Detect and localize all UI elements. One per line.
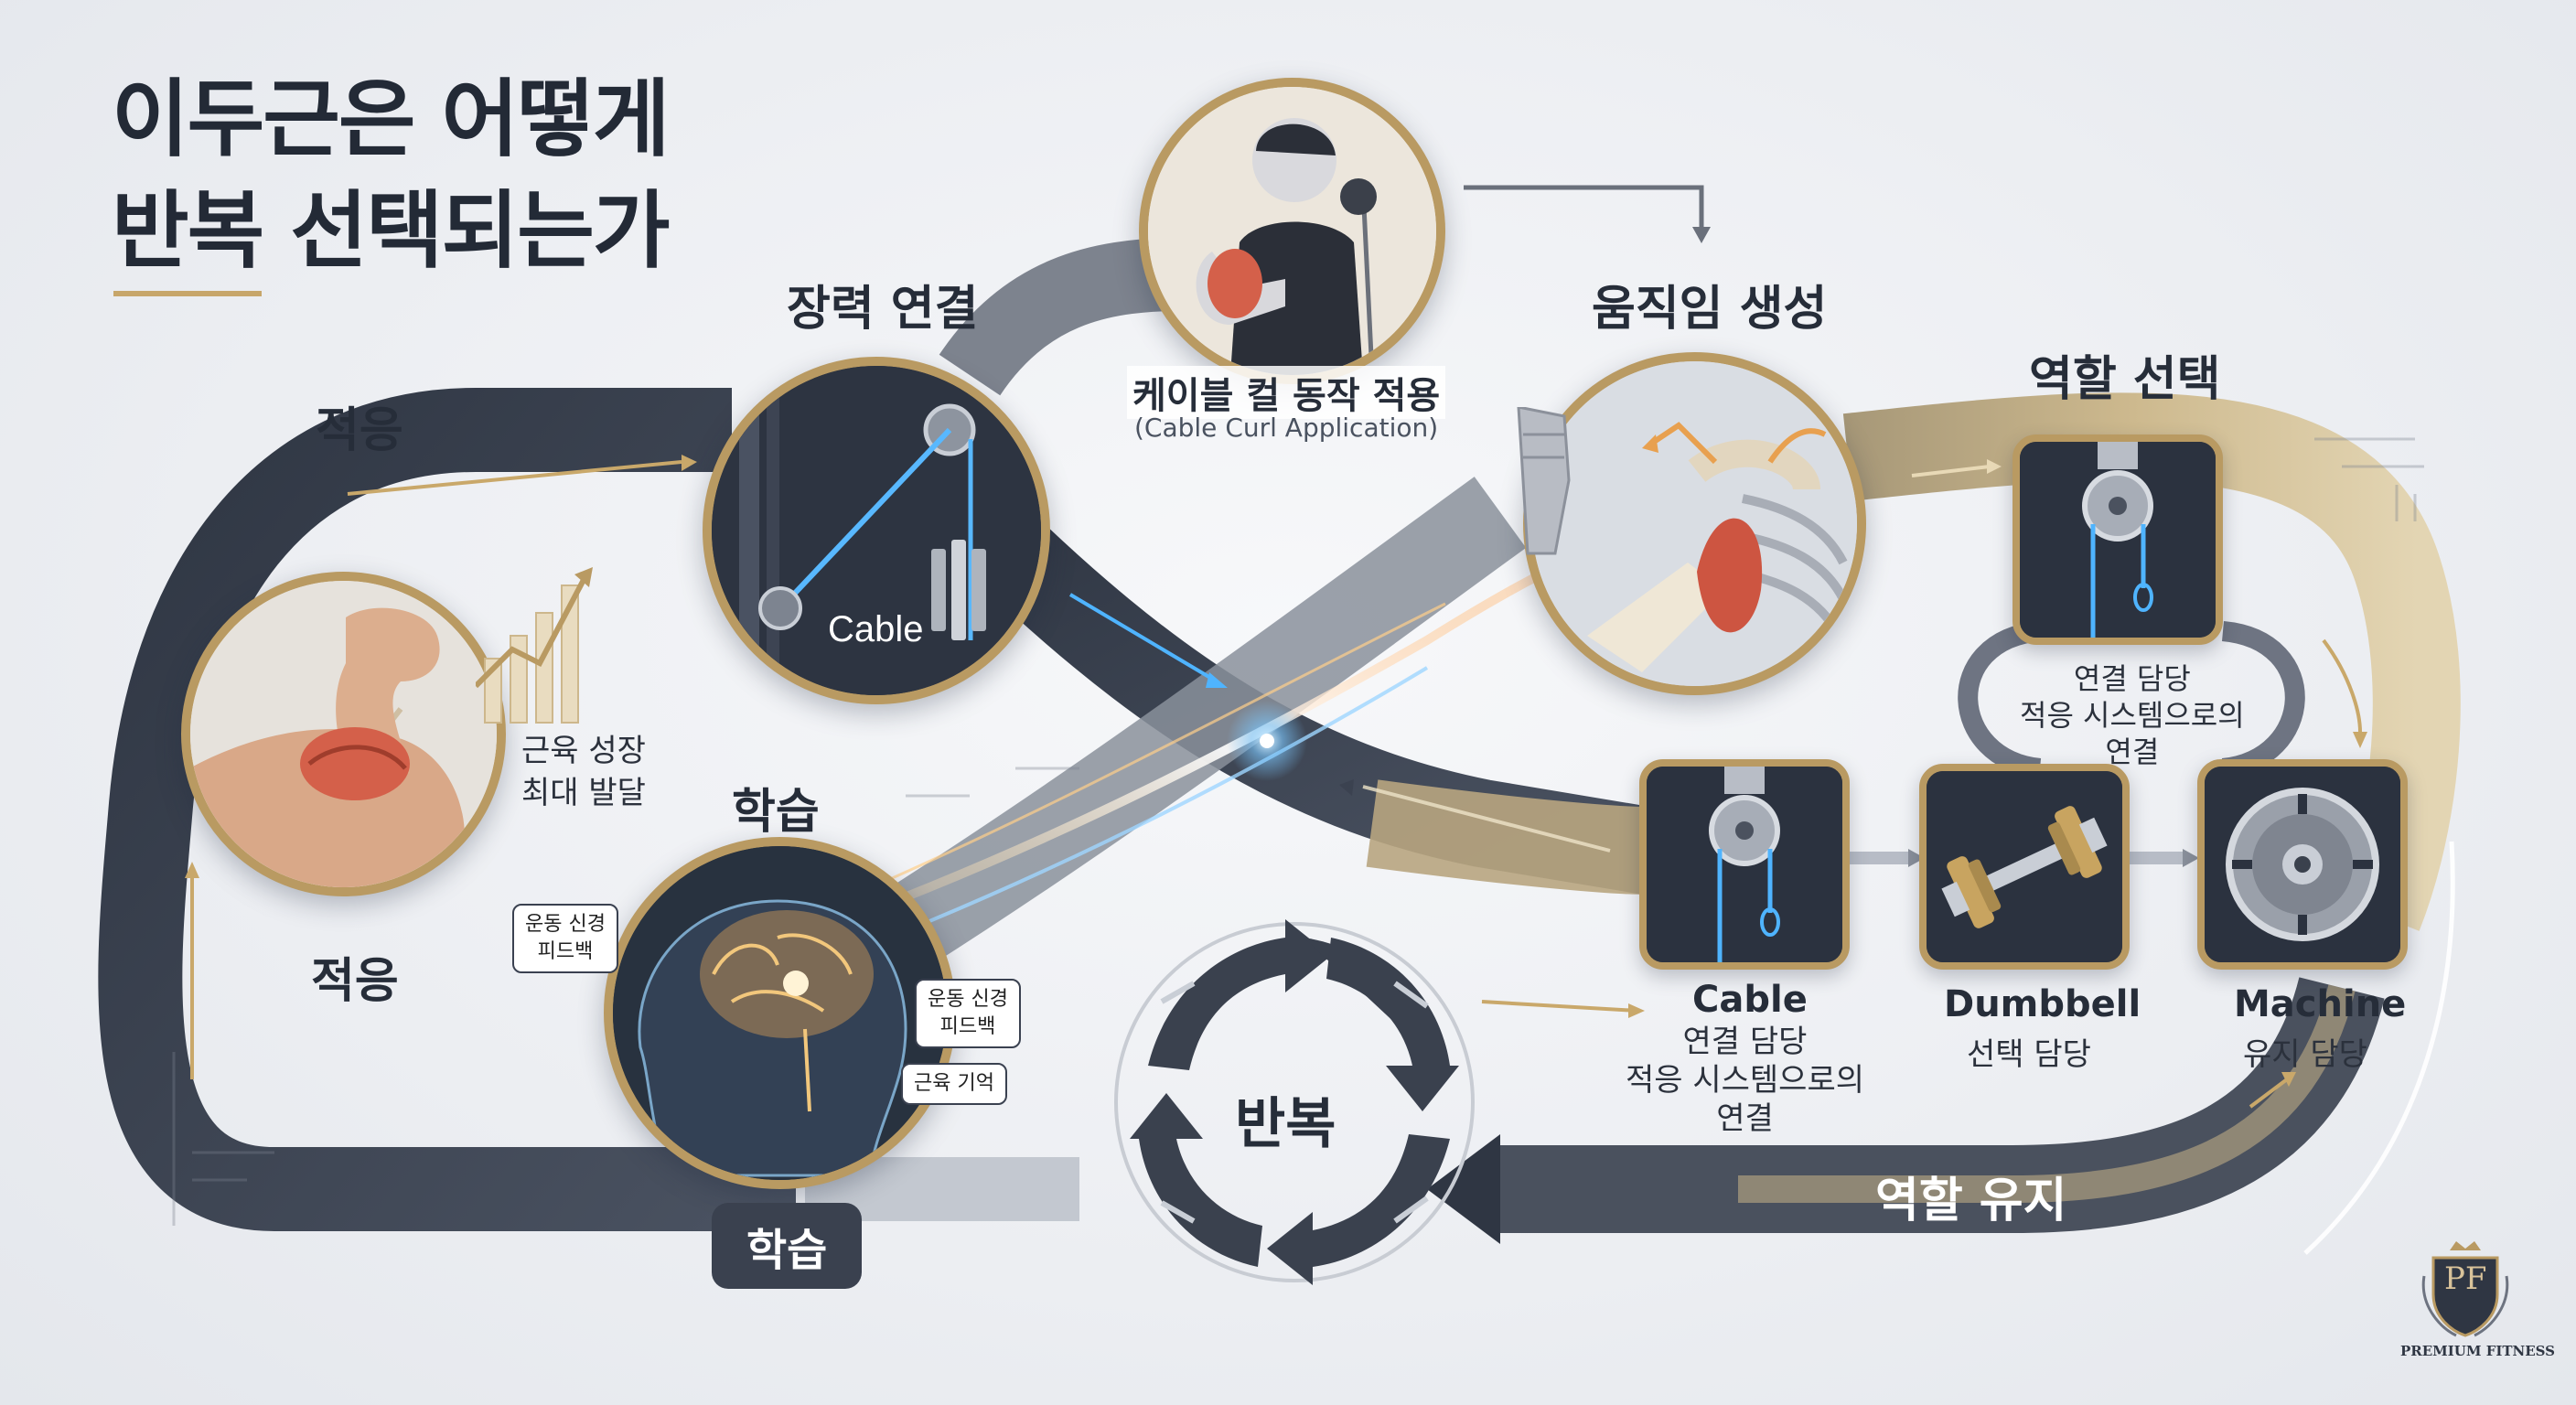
role-keep-arrowhead xyxy=(1427,1134,1500,1244)
cable-curl-sublabel: (Cable Curl Application) xyxy=(1134,413,1439,443)
fist-icon xyxy=(1517,407,1571,555)
title-line-2: 반복 선택되는가 xyxy=(112,182,671,280)
dumbbell-icon xyxy=(1927,771,2122,962)
adapt-caption: 근육 성장 최대 발달 xyxy=(521,733,646,811)
upper-arc-band xyxy=(939,238,1181,396)
role-select-tile xyxy=(2012,434,2223,645)
arm-muscle-icon xyxy=(1532,361,1857,686)
cable-pulley-icon xyxy=(712,366,1041,695)
brain-head-icon xyxy=(613,846,947,1180)
weight-plate-icon xyxy=(2205,767,2400,962)
equipment-tile-cable xyxy=(1639,759,1850,970)
role-select-caption: 연결 담당 적응 시스템으로의 연결 xyxy=(2020,661,2245,769)
tension-label: 장력 연결 xyxy=(787,282,979,337)
learning-pill: 학습 xyxy=(712,1203,863,1289)
adapt-label-bottom: 적응 xyxy=(311,954,399,1009)
role-keep-label: 역할 유지 xyxy=(1875,1174,2067,1228)
equipment-cable-caption: 연결 담당 적응 시스템으로의 연결 xyxy=(1625,1024,1865,1137)
pulley-tile-icon xyxy=(2020,442,2216,638)
role-select-label: 역할 선택 xyxy=(2029,352,2221,407)
title-line-1: 이두근은 어떻게 xyxy=(112,70,671,168)
athlete-cable-curl-icon xyxy=(1148,87,1436,375)
mid-gold-band xyxy=(1366,779,1648,895)
equipment-machine-name: Machine xyxy=(2234,983,2407,1025)
learning-label: 학습 xyxy=(732,785,820,840)
learning-tag-feedback-left: 운동 신경 피드백 xyxy=(512,904,618,973)
diagonal-gold-band xyxy=(818,477,1527,1007)
movement-label: 움직임 생성 xyxy=(1592,282,1828,337)
cable-curl-label: 케이블 컬 동작 적용 xyxy=(1127,366,1446,419)
crest-logo-icon xyxy=(2421,1241,2509,1337)
equipment-tile-dumbbell xyxy=(1919,764,2130,970)
learning-circle xyxy=(604,837,956,1189)
bottom-right-gold-edge xyxy=(1738,984,2356,1203)
learning-tag-feedback-right: 운동 신경 피드백 xyxy=(915,979,1021,1048)
equipment-tile-machine xyxy=(2197,759,2408,970)
athlete-circle xyxy=(1139,78,1445,384)
page-title: 이두근은 어떻게 반복 선택되는가 xyxy=(112,64,671,287)
growth-chart-icon xyxy=(476,567,593,724)
brand-name: PREMIUM FITNESS xyxy=(2400,1343,2556,1359)
adapt-circle xyxy=(181,572,506,896)
cable-tile-icon xyxy=(1647,767,1842,962)
title-underline xyxy=(113,291,262,296)
left-loop-band xyxy=(98,388,796,1231)
equipment-cable-name: Cable xyxy=(1692,979,1808,1021)
brand-monogram: PF xyxy=(2444,1260,2487,1297)
flexed-arm-icon xyxy=(190,581,497,887)
adapt-label-top: 적응 xyxy=(316,403,403,458)
dumbbell-cycle-icon xyxy=(1114,919,1475,1285)
equipment-dumbbell-caption: 선택 담당 xyxy=(1967,1036,2091,1073)
tension-circle xyxy=(703,357,1050,704)
learning-tag-memory: 근육 기억 xyxy=(901,1063,1007,1105)
equipment-machine-caption: 유지 담당 xyxy=(2243,1036,2367,1073)
repeat-label: 반복 xyxy=(1235,1092,1336,1156)
equipment-dumbbell-name: Dumbbell xyxy=(1944,983,2141,1025)
tension-inner-label: Cable xyxy=(828,609,924,649)
movement-circle xyxy=(1523,352,1866,695)
